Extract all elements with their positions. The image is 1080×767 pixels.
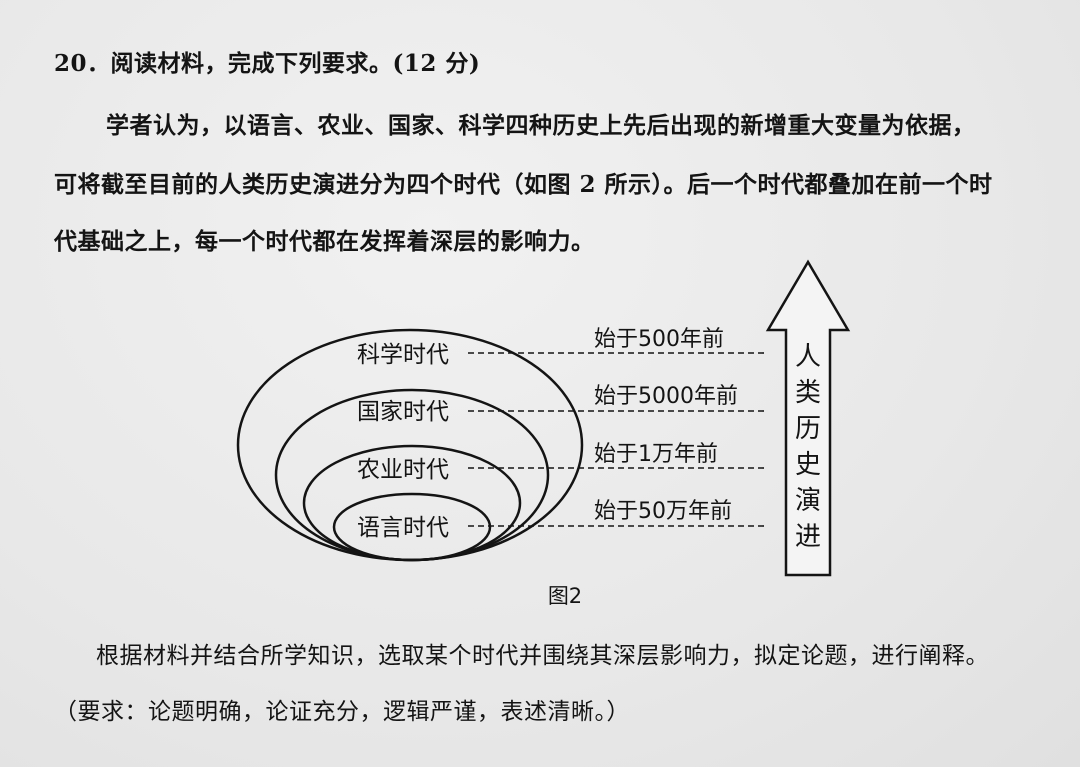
start-label-language: 始于50万年前 (594, 499, 732, 524)
start-label-state: 始于5000年前 (594, 384, 738, 409)
question-header: 20．阅读材料，完成下列要求。(12 分) (54, 50, 481, 77)
era-label-language: 语言时代 (357, 515, 449, 541)
arrow-char-5: 演 (795, 486, 821, 516)
material-line-3: 代基础之上，每一个时代都在发挥着深层的影响力。 (54, 228, 595, 255)
arrow-char-4: 史 (795, 450, 821, 480)
start-label-agriculture: 始于1万年前 (594, 442, 718, 467)
start-label-science: 始于500年前 (594, 327, 724, 352)
material-line-2: 可将截至目前的人类历史演进分为四个时代（如图 2 所示）。后一个时代都叠加在前一… (54, 171, 993, 198)
era-label-state: 国家时代 (357, 399, 449, 425)
arrow-char-6: 进 (795, 522, 821, 552)
task-instruction: 根据材料并结合所学知识，选取某个时代并围绕其深层影响力，拟定论题，进行阐释。 (96, 643, 989, 669)
arrow-char-1: 人 (795, 342, 821, 372)
arrow-char-3: 历 (795, 414, 821, 444)
era-label-science: 科学时代 (357, 342, 449, 368)
figure-caption: 图2 (548, 584, 582, 608)
ellipse-language-era (332, 492, 492, 562)
material-line-1: 学者认为，以语言、农业、国家、科学四种历史上先后出现的新增重大变量为依据， (106, 112, 976, 139)
era-label-agriculture: 农业时代 (357, 457, 449, 483)
arrow-char-2: 类 (795, 378, 821, 408)
arrow-up-icon (765, 259, 851, 577)
answer-requirements: （要求：论题明确，论证充分，逻辑严谨，表述清晰。） (54, 699, 630, 725)
